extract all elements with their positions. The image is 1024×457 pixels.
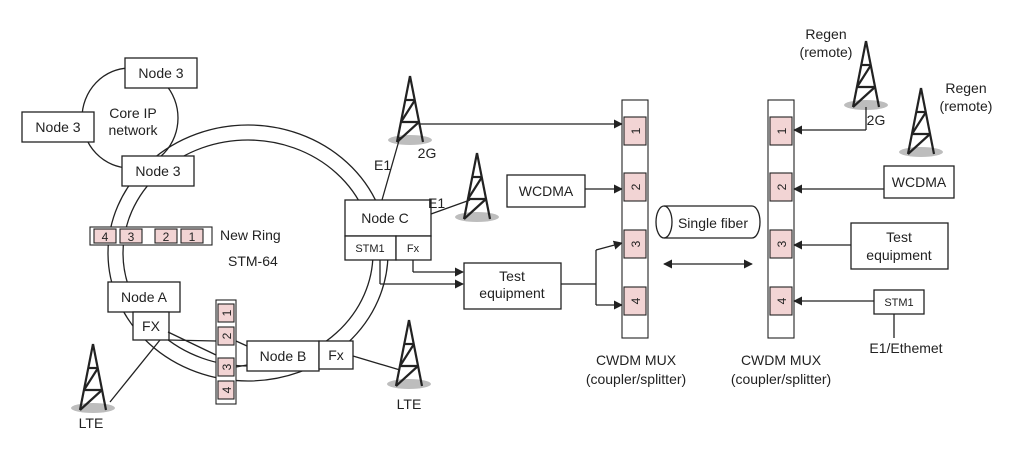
wcdma-right-label: WCDMA bbox=[892, 174, 947, 190]
lte-left-tower-icon bbox=[69, 342, 117, 415]
fx-a-label: FX bbox=[142, 318, 161, 334]
wcdma-right-box[interactable]: WCDMA bbox=[883, 165, 955, 199]
wcdma-left-label: WCDMA bbox=[519, 183, 574, 199]
node-b-label: Node B bbox=[260, 348, 307, 364]
node-a[interactable]: Node A bbox=[107, 281, 181, 313]
cwdm-mux-right: 1 2 3 4 bbox=[767, 99, 795, 339]
regen2-label-2: (remote) bbox=[940, 98, 993, 114]
node-a-label: Node A bbox=[121, 289, 168, 305]
mux-left-label-2: (coupler/splitter) bbox=[586, 371, 686, 387]
node-b[interactable]: Node B bbox=[246, 340, 320, 372]
vstrip-4: 4 bbox=[220, 386, 234, 393]
regen2-tower-icon bbox=[897, 86, 945, 159]
single-fiber-label: Single fiber bbox=[678, 215, 748, 231]
test-mid-label-2: equipment bbox=[479, 285, 544, 301]
regen1-label-2: (remote) bbox=[800, 44, 853, 60]
fx-a[interactable]: FX bbox=[132, 311, 170, 341]
hstrip-4: 4 bbox=[102, 230, 109, 244]
connections-right bbox=[793, 107, 895, 338]
2g-right-label: 2G bbox=[867, 112, 886, 128]
regen2-label-1: Regen bbox=[945, 80, 986, 96]
node3-top[interactable]: Node 3 bbox=[124, 57, 198, 89]
mux-right-2: 2 bbox=[775, 183, 789, 190]
wcdma-left-box[interactable]: WCDMA bbox=[506, 174, 586, 208]
fx-c-label: Fx bbox=[407, 243, 420, 255]
test-equipment-right[interactable]: Test equipment bbox=[850, 222, 949, 270]
vstrip-2: 2 bbox=[220, 332, 234, 339]
mux-left-3: 3 bbox=[629, 240, 643, 247]
test-right-label-2: equipment bbox=[866, 247, 931, 263]
2g-top-label: 2G bbox=[418, 145, 437, 161]
connections-left bbox=[109, 119, 623, 403]
hstrip-3: 3 bbox=[128, 230, 135, 244]
stm1-right-box[interactable]: STM1 bbox=[873, 289, 925, 315]
test-equipment-mid[interactable]: Test equipment bbox=[463, 262, 562, 310]
ring-label-2: STM-64 bbox=[228, 253, 278, 269]
node3-bottom-label: Node 3 bbox=[135, 163, 180, 179]
lte-left-label: LTE bbox=[79, 415, 104, 431]
mux-left-2: 2 bbox=[629, 183, 643, 190]
2g-top-tower-icon bbox=[386, 74, 434, 147]
core-ip-label-2: network bbox=[108, 122, 158, 138]
test-right-label-1: Test bbox=[886, 229, 912, 245]
channel-strip-vertical: 1 2 3 4 bbox=[215, 299, 237, 405]
hstrip-1: 1 bbox=[189, 230, 196, 244]
mux-right-label-2: (coupler/splitter) bbox=[731, 371, 831, 387]
channel-strip-horizontal: 4 3 2 1 bbox=[89, 226, 213, 246]
mux-right-3: 3 bbox=[775, 240, 789, 247]
cwdm-mux-left: 1 2 3 4 bbox=[621, 99, 649, 339]
single-fiber: Single fiber bbox=[655, 205, 761, 239]
node3-left-label: Node 3 bbox=[35, 119, 80, 135]
node3-bottom[interactable]: Node 3 bbox=[121, 155, 195, 187]
stm1-right-label: STM1 bbox=[884, 297, 913, 309]
node3-top-label: Node 3 bbox=[138, 65, 183, 81]
node3-left[interactable]: Node 3 bbox=[21, 111, 95, 143]
fx-b[interactable]: Fx bbox=[318, 340, 354, 370]
mux-right-4: 4 bbox=[775, 297, 789, 304]
vstrip-1: 1 bbox=[220, 309, 234, 316]
stm1-c-label: STM1 bbox=[355, 243, 384, 255]
lte-bottom-label: LTE bbox=[397, 396, 422, 412]
e1-top-label: E1 bbox=[374, 157, 391, 173]
fx-c[interactable]: Fx bbox=[395, 235, 432, 261]
e1-mid-tower-icon bbox=[453, 151, 501, 224]
mux-right-1: 1 bbox=[775, 127, 789, 134]
e1-mid-label: E1 bbox=[428, 195, 445, 211]
regen1-label-1: Regen bbox=[805, 26, 846, 42]
node-c[interactable]: Node C bbox=[344, 199, 432, 237]
mux-left-label-1: CWDM MUX bbox=[596, 352, 677, 368]
fx-b-label: Fx bbox=[328, 347, 344, 363]
mux-left-4: 4 bbox=[629, 297, 643, 304]
mux-left-1: 1 bbox=[629, 127, 643, 134]
e1-ethernet-label: E1/Ethemet bbox=[869, 340, 942, 356]
hstrip-2: 2 bbox=[163, 230, 170, 244]
lte-bottom-tower-icon bbox=[385, 318, 433, 391]
core-ip-label-1: Core IP bbox=[109, 105, 156, 121]
vstrip-3: 3 bbox=[220, 363, 234, 370]
test-mid-label-1: Test bbox=[499, 268, 525, 284]
mux-right-label-1: CWDM MUX bbox=[741, 352, 822, 368]
stm1-c[interactable]: STM1 bbox=[344, 235, 397, 261]
node-c-label: Node C bbox=[361, 210, 408, 226]
ring-label-1: New Ring bbox=[220, 227, 281, 243]
